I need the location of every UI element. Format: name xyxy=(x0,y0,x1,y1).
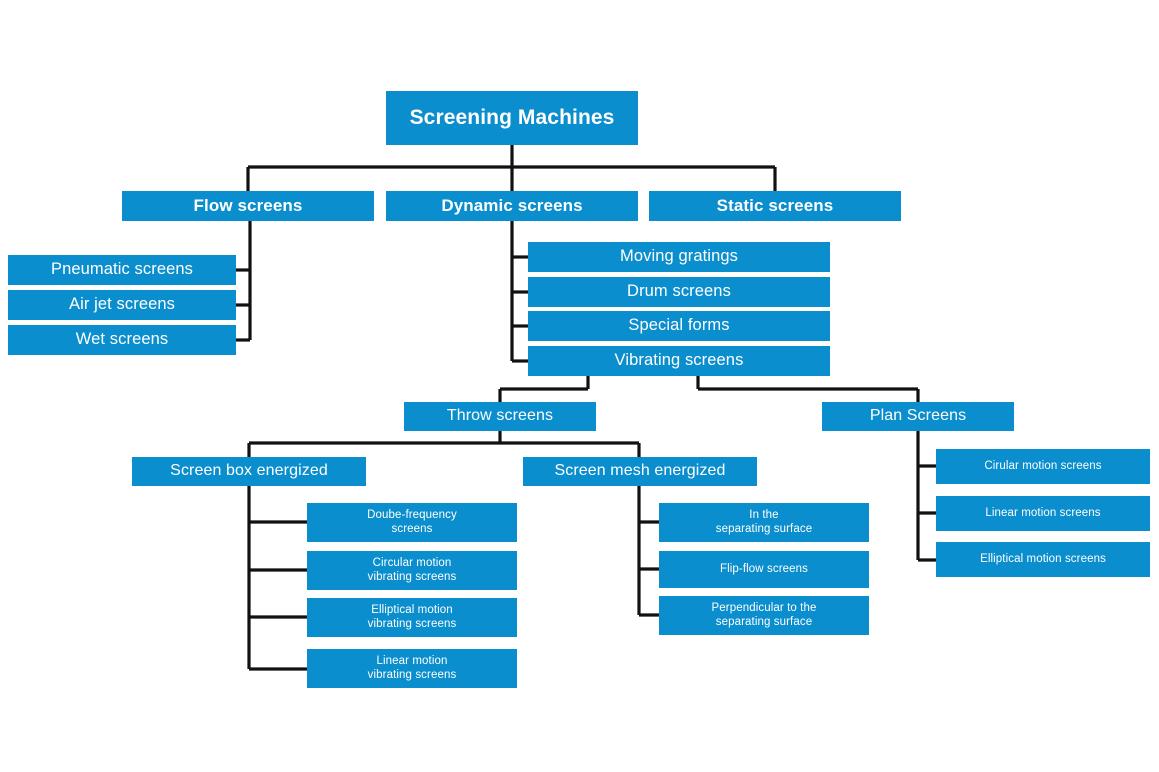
node-linear-motion-vibrating-screens[interactable]: Linear motion vibrating screens xyxy=(307,649,517,688)
node-label: Drum screens xyxy=(627,282,731,301)
node-label: Perpendicular to the separating surface xyxy=(711,601,817,628)
node-flow-screens[interactable]: Flow screens xyxy=(122,191,374,221)
node-label: Moving gratings xyxy=(620,247,738,266)
node-label: Static screens xyxy=(716,195,834,215)
node-linear-motion-screens[interactable]: Linear motion screens xyxy=(936,496,1150,531)
node-label: In the separating surface xyxy=(715,508,813,535)
node-throw-screens[interactable]: Throw screens xyxy=(404,402,596,431)
node-pneumatic-screens[interactable]: Pneumatic screens xyxy=(8,255,236,285)
node-vibrating-screens[interactable]: Vibrating screens xyxy=(528,346,830,376)
node-air-jet-screens[interactable]: Air jet screens xyxy=(8,290,236,320)
node-label: Screening Machines xyxy=(409,105,615,129)
node-label: Pneumatic screens xyxy=(50,260,193,279)
node-doube-frequency-screens[interactable]: Doube-frequency screens xyxy=(307,503,517,542)
node-plan-screens[interactable]: Plan Screens xyxy=(822,402,1014,431)
node-label: Air jet screens xyxy=(68,295,176,314)
node-screening-machines[interactable]: Screening Machines xyxy=(386,91,638,145)
node-moving-gratings[interactable]: Moving gratings xyxy=(528,242,830,272)
node-perpendicular-to-the-separating-surface[interactable]: Perpendicular to the separating surface xyxy=(659,596,869,635)
node-label: Special forms xyxy=(628,316,730,335)
node-label: Screen mesh energized xyxy=(554,462,726,480)
node-label: Throw screens xyxy=(446,407,554,425)
node-label: Elliptical motion vibrating screens xyxy=(367,603,457,630)
node-label: Flow screens xyxy=(193,195,303,215)
node-label: Wet screens xyxy=(75,330,169,349)
node-label: Flip-flow screens xyxy=(720,562,808,575)
node-special-forms[interactable]: Special forms xyxy=(528,311,830,341)
node-label: Plan Screens xyxy=(869,407,967,425)
node-circular-motion-vibrating-screens[interactable]: Circular motion vibrating screens xyxy=(307,551,517,590)
node-in-the-separating-surface[interactable]: In the separating surface xyxy=(659,503,869,542)
node-flip-flow-screens[interactable]: Flip-flow screens xyxy=(659,551,869,588)
node-dynamic-screens[interactable]: Dynamic screens xyxy=(386,191,638,221)
node-screen-box-energized[interactable]: Screen box energized xyxy=(132,457,366,486)
node-label: Circular motion vibrating screens xyxy=(367,556,457,583)
node-drum-screens[interactable]: Drum screens xyxy=(528,277,830,307)
node-screen-mesh-energized[interactable]: Screen mesh energized xyxy=(523,457,757,486)
node-label: Linear motion screens xyxy=(985,506,1101,519)
node-label: Linear motion vibrating screens xyxy=(367,654,457,681)
node-label: Cirular motion screens xyxy=(984,459,1102,472)
node-label: Vibrating screens xyxy=(614,351,744,370)
node-label: Screen box energized xyxy=(170,462,328,480)
node-cirular-motion-screens[interactable]: Cirular motion screens xyxy=(936,449,1150,484)
node-elliptical-motion-vibrating-screens[interactable]: Elliptical motion vibrating screens xyxy=(307,598,517,637)
node-label: Elliptical motion screens xyxy=(980,552,1106,565)
node-wet-screens[interactable]: Wet screens xyxy=(8,325,236,355)
node-label: Dynamic screens xyxy=(441,195,583,215)
node-label: Doube-frequency screens xyxy=(367,508,457,535)
node-elliptical-motion-screens[interactable]: Elliptical motion screens xyxy=(936,542,1150,577)
node-static-screens[interactable]: Static screens xyxy=(649,191,901,221)
